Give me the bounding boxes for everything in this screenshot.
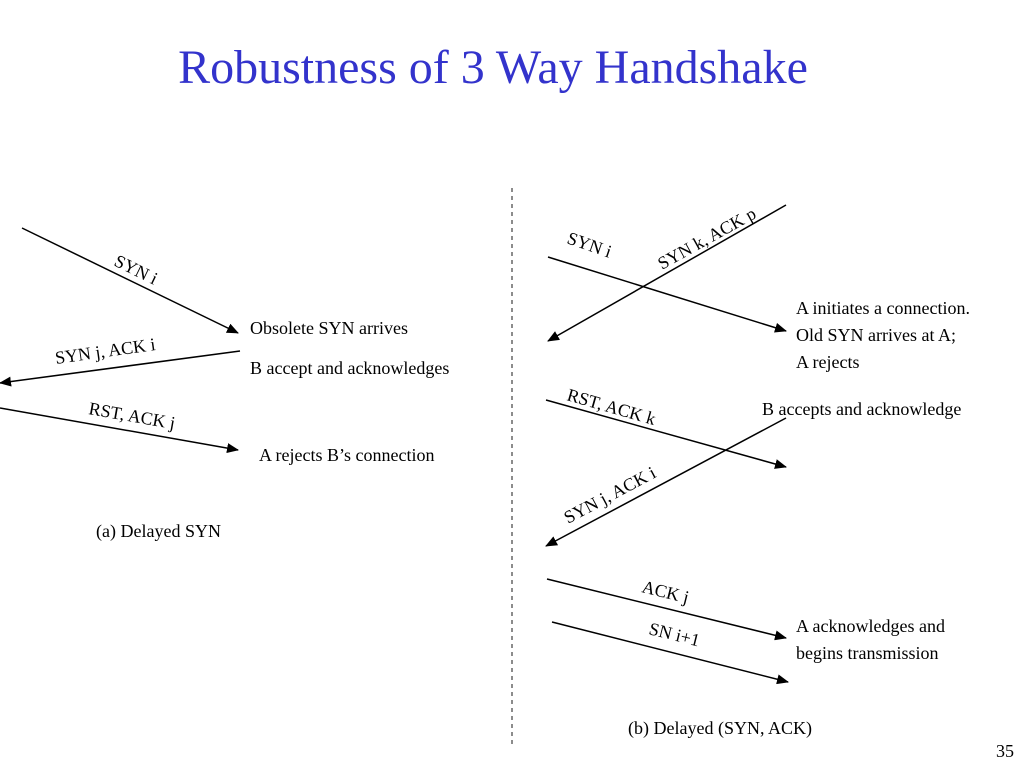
arrow-ack-j-b <box>546 578 787 641</box>
arrow-rst-ack-k-b <box>545 399 787 469</box>
note-b-accepts: B accepts and acknowledge <box>762 399 962 419</box>
caption-b: (b) Delayed (SYN, ACK) <box>628 718 812 738</box>
note-old-syn: Old SYN arrives at A; <box>796 325 956 345</box>
label-rst-ack-j-a: RST, ACK j <box>87 398 176 433</box>
slide-title: Robustness of 3 Way Handshake <box>178 41 808 94</box>
label-rst-ack-k-b: RST, ACK k <box>565 385 658 429</box>
arrow-sn-b <box>551 621 789 685</box>
caption-a: (a) Delayed SYN <box>96 521 221 541</box>
note-a-initiates: A initiates a connection. <box>796 298 970 318</box>
arrow-syn-j-ack-i-a <box>0 350 241 387</box>
note-b-accept: B accept and acknowledges <box>250 358 450 378</box>
label-syn-j-ack-i-a: SYN j, ACK i <box>54 334 157 368</box>
note-a-rejects-b: A rejects <box>796 352 860 372</box>
label-syn-j-ack-i-b: SYN j, ACK i <box>560 462 659 527</box>
slide-number: 35 <box>996 741 1014 761</box>
label-sn-b: SN i+1 <box>647 618 702 650</box>
label-syn-k-ack-p-b: SYN k, ACK p <box>654 203 759 273</box>
arrow-syn-i-b <box>547 256 787 333</box>
label-syn-i-b: SYN i <box>565 228 615 262</box>
label-ack-j-b: ACK j <box>640 576 691 607</box>
arrow-syn-i-a <box>21 227 239 334</box>
note-a-rejects: A rejects B’s connection <box>259 445 435 465</box>
note-begins-transmission: begins transmission <box>796 643 939 663</box>
note-obsolete-syn: Obsolete SYN arrives <box>250 318 408 338</box>
arrow-syn-j-ack-i-b <box>545 417 787 547</box>
arrow-rst-ack-j-a <box>0 407 239 454</box>
arrow-syn-k-ack-p-b <box>547 204 787 342</box>
note-a-acknowledges: A acknowledges and <box>796 616 945 636</box>
